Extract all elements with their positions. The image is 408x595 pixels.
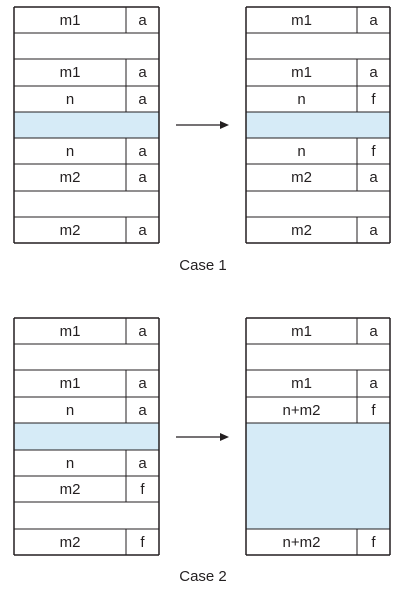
case-2-after-slot-0-size-label: m1 <box>291 322 312 340</box>
case-2-before-slot-6-status-tag: f <box>140 480 145 498</box>
case-1-after-slot-8-size-label: m2 <box>291 221 312 239</box>
case-1-arrow-head <box>220 121 229 129</box>
case-1-after-slot-6-status-tag: a <box>369 169 378 186</box>
case-1-after-slot-0-status-tag: a <box>369 11 378 29</box>
case-1-caption: Case 1 <box>179 257 227 274</box>
case-2-before-slot-4-free-block <box>14 423 159 450</box>
case-1-after-slot-5-status-tag: f <box>371 142 376 160</box>
case-2-before-slot-3-size-label: n <box>65 401 75 419</box>
case-2-before-slot-8-size-label: m2 <box>59 533 81 551</box>
case-2-caption: Case 2 <box>179 568 227 585</box>
case-1-after-slot-0-size-label: m1 <box>291 11 312 29</box>
case-1-before-slot-3-status-tag: a <box>138 90 147 108</box>
case-2-before-slot-8-status-tag: f <box>140 533 145 551</box>
case-1-before-slot-2-status-tag: a <box>138 64 147 81</box>
case-1-before-slot-8-size-label: m2 <box>59 221 81 239</box>
case-2-after-slot-5-status-tag: f <box>371 533 376 551</box>
case-2-before-slot-0-status-tag: a <box>138 322 147 340</box>
case-1-after-slot-2-size-label: m1 <box>291 64 312 81</box>
case-2-before-slot-3-status-tag: a <box>138 401 147 419</box>
case-2-after-slot-3-status-tag: f <box>371 401 376 419</box>
case-2-before-slot-5-status-tag: a <box>138 454 147 472</box>
case-2-before-slot-2-size-label: m1 <box>59 375 81 392</box>
case-1-after-slot-2-status-tag: a <box>369 64 378 81</box>
case-2-before-slot-2-status-tag: a <box>138 375 147 392</box>
case-2-after-slot-2-size-label: m1 <box>291 375 312 392</box>
case-1-before-slot-4-free-block <box>14 112 159 138</box>
case-1-before-slot-0-size-label: m1 <box>59 11 81 29</box>
case-2-arrow-head <box>220 433 229 441</box>
case-2-before-slot-0-size-label: m1 <box>59 322 81 340</box>
case-1-before-slot-0-status-tag: a <box>138 11 147 29</box>
case-1-before-slot-3-size-label: n <box>65 90 75 108</box>
case-2-after-slot-0-status-tag: a <box>369 322 378 340</box>
case-1-after-slot-3-status-tag: f <box>371 90 376 108</box>
case-2-before-slot-5-size-label: n <box>65 454 75 472</box>
case-1-before-slot-6-status-tag: a <box>138 169 147 186</box>
case-2-after-slot-4-free-block <box>246 423 390 529</box>
case-1-after-slot-8-status-tag: a <box>369 221 378 239</box>
case-2-after-slot-2-status-tag: a <box>369 375 378 392</box>
case-1-before-slot-5-size-label: n <box>65 142 75 160</box>
case-2-before-slot-6-size-label: m2 <box>59 480 81 498</box>
case-2-after-slot-5-size-label: n+m2 <box>282 533 321 551</box>
case-1-before-slot-6-size-label: m2 <box>59 169 81 186</box>
case-2-after-slot-3-size-label: n+m2 <box>282 401 321 419</box>
case-1-before-slot-5-status-tag: a <box>138 142 147 160</box>
case-1-before-slot-2-size-label: m1 <box>59 64 81 81</box>
case-1-after-slot-4-free-block <box>246 112 390 138</box>
case-1-after-slot-3-size-label: n <box>297 90 306 108</box>
case-1-before-slot-8-status-tag: a <box>138 221 147 239</box>
case-1-after-slot-6-size-label: m2 <box>291 169 312 186</box>
case-1-after-slot-5-size-label: n <box>297 142 306 160</box>
